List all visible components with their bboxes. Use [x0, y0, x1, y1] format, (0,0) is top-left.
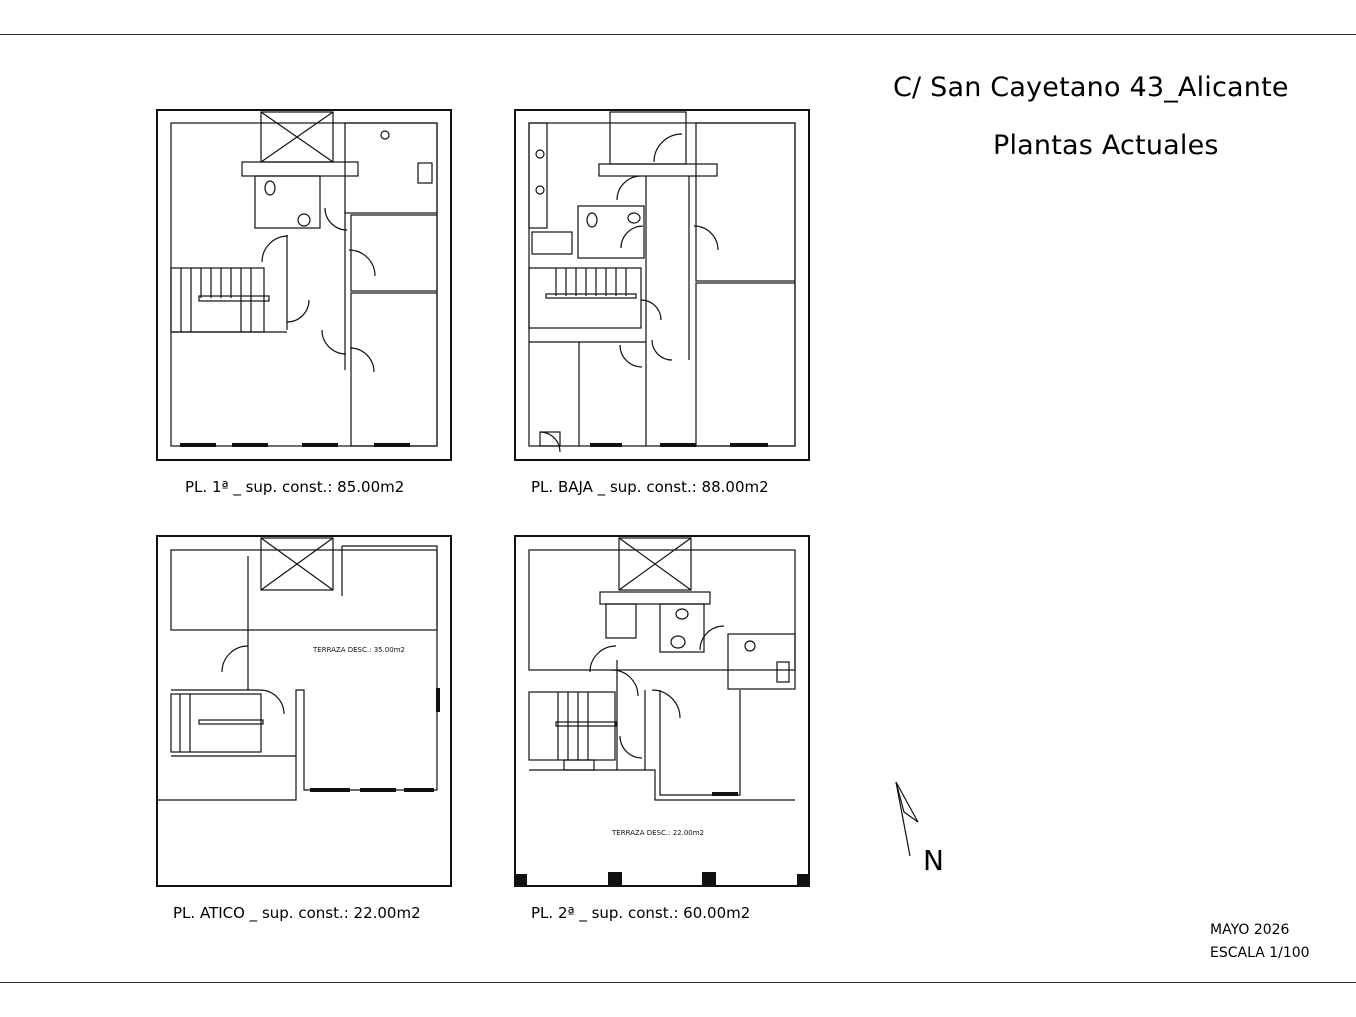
plan-pl2 — [514, 535, 810, 887]
plan-baja — [514, 109, 810, 461]
shower-icon — [605, 603, 637, 639]
hob-icon — [776, 661, 790, 683]
drawing-date: MAYO 2026 — [1210, 922, 1290, 938]
toilet-icon — [586, 212, 598, 228]
north-arrow-icon — [895, 781, 919, 857]
toilet-icon — [675, 608, 689, 620]
pl2-terrace-label: TERRAZA DESC.: 22.00m2 — [611, 829, 704, 837]
hob-icon — [535, 149, 545, 159]
windows-pl1 — [180, 443, 410, 447]
stairs-atico — [170, 693, 264, 753]
stairs-pl1 — [170, 267, 270, 333]
windows-baja — [590, 443, 768, 447]
plan-atico — [156, 535, 452, 887]
windows-pl2 — [515, 792, 809, 886]
atico-terrace-label: TERRAZA DESC.: 35.00m2 — [312, 646, 405, 654]
kitchen-counter — [528, 122, 548, 229]
windows-atico — [310, 688, 440, 792]
north-label: N — [923, 844, 944, 877]
sink-icon — [297, 213, 311, 227]
bathtub-icon — [531, 231, 573, 255]
drawing-scale: ESCALA 1/100 — [1210, 945, 1310, 961]
plan-caption-pl1: PL. 1ª _ sup. const.: 85.00m2 — [185, 478, 405, 496]
stairs-pl2 — [528, 691, 617, 761]
stairs-baja — [528, 267, 642, 329]
plan-pl1 — [156, 109, 452, 461]
plans-subtitle: Plantas Actuales — [993, 130, 1219, 161]
hob-icon — [417, 162, 433, 184]
address-title: C/ San Cayetano 43_Alicante — [893, 72, 1289, 103]
stove-icon — [380, 130, 390, 140]
plan-caption-pl2: PL. 2ª _ sup. const.: 60.00m2 — [531, 904, 751, 922]
bidet-icon — [627, 212, 641, 224]
lightwell-pl1 — [260, 111, 334, 163]
stove-icon — [744, 640, 756, 652]
top-border-line — [0, 34, 1356, 35]
toilet-icon — [264, 180, 276, 196]
plan-caption-baja: PL. BAJA _ sup. const.: 88.00m2 — [531, 478, 769, 496]
bottom-border-line — [0, 982, 1356, 983]
sink-icon — [670, 635, 686, 649]
sink-icon — [535, 185, 545, 195]
plan-caption-atico: PL. ATICO _ sup. const.: 22.00m2 — [173, 904, 421, 922]
